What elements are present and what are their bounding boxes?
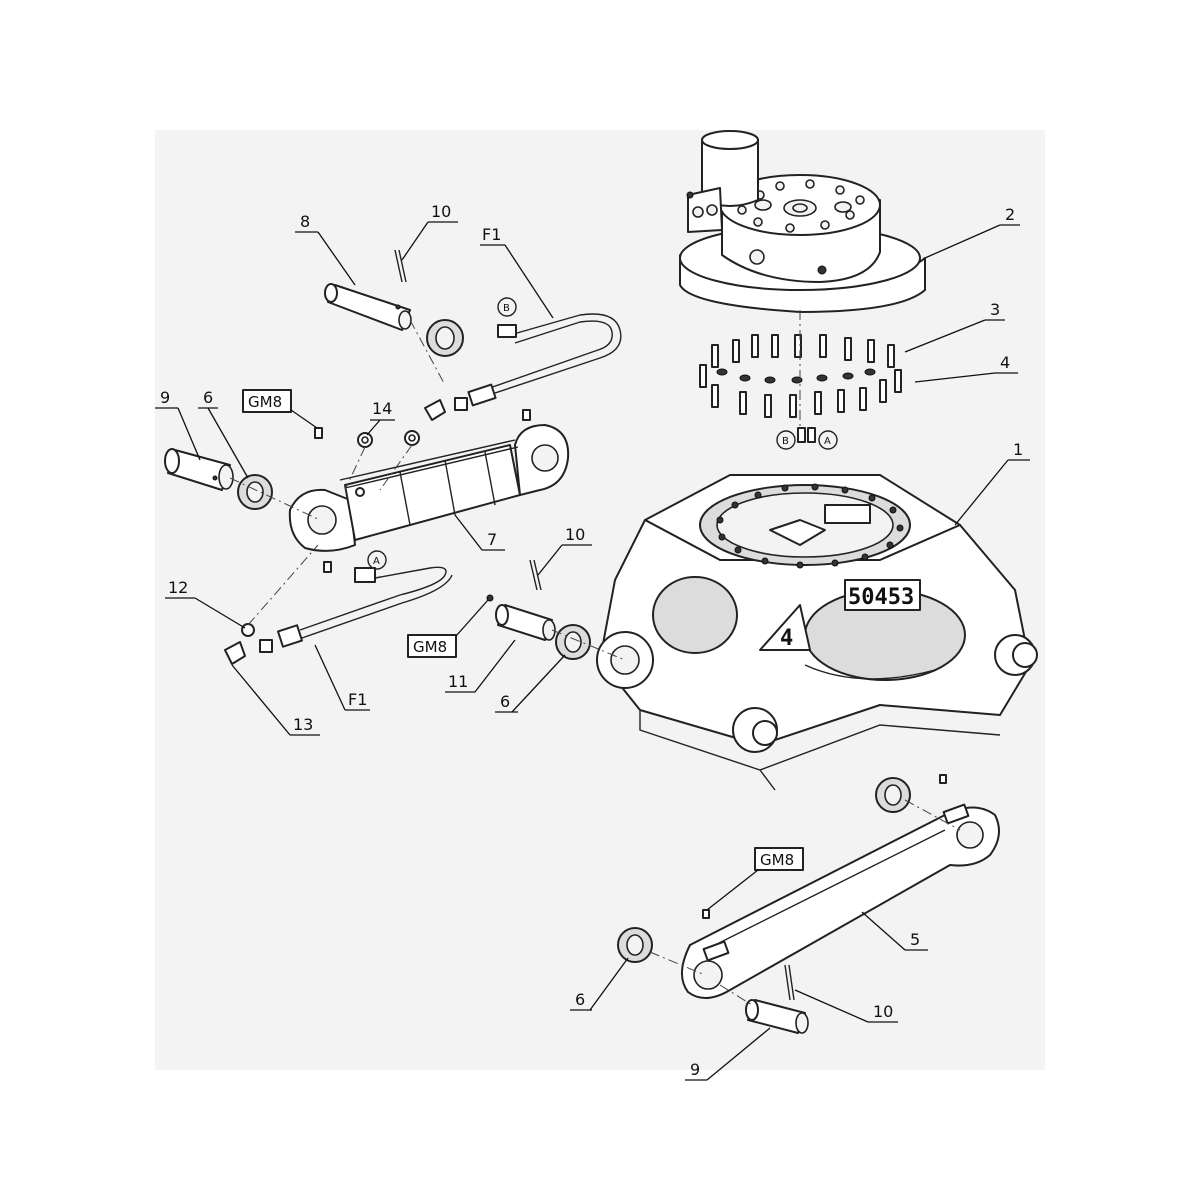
hose-f1-lower: A — [224, 544, 453, 665]
pin-11 — [486, 594, 626, 661]
gm8-text-3: GM8 — [760, 851, 794, 869]
frame-bolt-ring — [716, 483, 904, 569]
callout-2: 2 — [1005, 205, 1015, 224]
gm8-text-2: GM8 — [413, 638, 447, 656]
hydraulic-cylinder — [288, 409, 570, 573]
callout-11: 11 — [448, 672, 468, 691]
split-pin-10-bottom — [784, 964, 795, 1001]
callout-10-middle: 10 — [565, 525, 585, 544]
link-arm — [617, 774, 1000, 1034]
serial-plate — [844, 579, 921, 611]
callout-5: 5 — [910, 930, 920, 949]
port-b-label-rotator: B — [782, 436, 789, 447]
serial-plate-number: 50453 — [848, 585, 914, 610]
port-a-label: A — [373, 556, 380, 567]
callout-12: 12 — [168, 578, 188, 597]
callout-4: 4 — [1000, 353, 1010, 372]
port-b-marker — [776, 430, 796, 450]
rotator-assembly: B A — [679, 130, 926, 450]
gm8-callout-3: GM8 — [706, 847, 804, 911]
split-pin-10-top — [394, 249, 407, 283]
callout-3: 3 — [990, 300, 1000, 319]
callout-8: 8 — [300, 212, 310, 231]
port-b-label: B — [503, 303, 510, 314]
port-b-marker-hose — [497, 297, 517, 317]
port-a-marker — [818, 430, 838, 450]
callout-10-bottom: 10 — [873, 1002, 893, 1021]
gm8-callout-1: GM8 — [242, 389, 318, 429]
callout-f1-lower: F1 — [348, 690, 367, 709]
callout-10-top: 10 — [431, 202, 451, 221]
callout-1: 1 — [1013, 440, 1023, 459]
callout-6-bottom: 6 — [575, 990, 585, 1009]
callout-7: 7 — [487, 530, 497, 549]
pin-9-left — [164, 448, 321, 521]
gm8-callout-2: GM8 — [407, 599, 489, 658]
port-a-label-rotator: A — [824, 436, 831, 447]
callout-6-left: 6 — [203, 388, 213, 407]
triangle-plate-number: 4 — [780, 626, 793, 651]
rotator-bolts — [699, 334, 902, 418]
callout-9-bottom: 9 — [690, 1060, 700, 1079]
callout-f1-upper: F1 — [482, 225, 501, 244]
main-frame: 50453 4 — [596, 474, 1038, 791]
pin-8 — [324, 283, 464, 386]
callout-14: 14 — [372, 399, 392, 418]
callout-13: 13 — [293, 715, 313, 734]
rotator-top-holes — [737, 179, 865, 233]
split-pin-10-mid — [529, 559, 542, 591]
callout-6-middle: 6 — [500, 692, 510, 711]
gm8-text-1: GM8 — [248, 393, 282, 411]
hose-f1-upper: B — [424, 297, 622, 421]
port-a-marker-hose — [367, 550, 387, 570]
callout-9-left: 9 — [160, 388, 170, 407]
